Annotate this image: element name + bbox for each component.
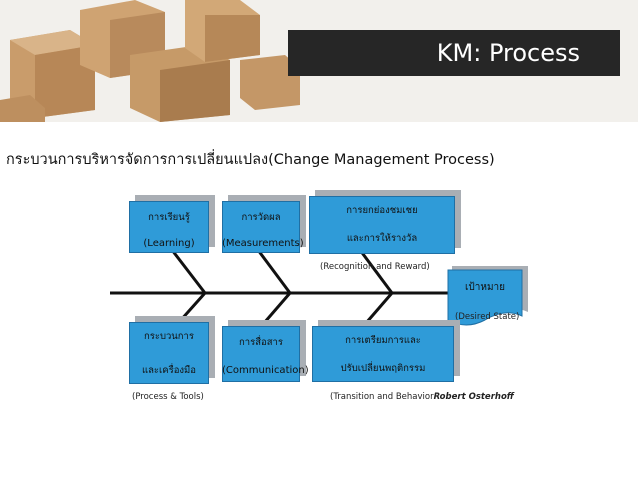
card-process-tools-label-1: กระบวนการ	[143, 331, 194, 342]
card-process-tools: กระบวนการ และเครื่องมือ	[129, 322, 209, 384]
goal-shape	[447, 269, 523, 326]
card-transition-note-text: (Transition and Behavior	[330, 392, 434, 402]
card-learning-caption: (Learning)	[143, 238, 195, 249]
goal-caption: (Desired State)	[455, 312, 520, 322]
diagram-subtitle: กระบวนการบริหารจัดการการเปลี่ยนแปลง(Chan…	[6, 152, 495, 168]
card-measurements-caption: (Measurements)	[222, 238, 304, 249]
card-measurements-label: การวัดผล	[241, 212, 281, 223]
card-transition-label-1: การเตรียมการและ	[345, 335, 421, 346]
bone-top-1	[170, 249, 207, 294]
card-communication: การสื่อสาร	[222, 326, 300, 382]
bone-bottom-3	[358, 292, 394, 331]
title-bar: KM: Process	[288, 30, 620, 76]
header-photo-strip: KM: Process	[0, 0, 638, 122]
card-communication-caption: (Communication)	[222, 365, 309, 376]
card-recognition-label-1: การยกย่องชมเชย	[346, 205, 418, 216]
card-communication-label: การสื่อสาร	[239, 337, 283, 348]
card-process-tools-note: (Process & Tools)	[132, 392, 204, 402]
card-recognition: การยกย่องชมเชย และการให้รางวัล	[309, 196, 455, 254]
bone-top-3	[358, 249, 394, 294]
card-recognition-label-2: และการให้รางวัล	[346, 233, 418, 244]
card-process-tools-label-2: และเครื่องมือ	[141, 365, 197, 376]
card-learning: การเรียนรู้	[129, 201, 209, 253]
card-measurements: การวัดผล	[222, 201, 300, 253]
card-transition: การเตรียมการและ ปรับเปลี่ยนพฤติกรรม	[312, 326, 454, 382]
card-recognition-note: (Recognition and Reward)	[320, 262, 430, 272]
card-transition-label-2: ปรับเปลี่ยนพฤติกรรม	[340, 363, 426, 374]
bone-top-2	[256, 249, 292, 294]
page-title: KM: Process	[436, 39, 580, 67]
goal-label: เป้าหมาย	[464, 282, 506, 293]
card-transition-note: (Transition and BehaviorRobert Osterhoff	[330, 392, 514, 402]
card-learning-label: การเรียนรู้	[148, 212, 190, 223]
author-credit: Robert Osterhoff	[433, 392, 514, 402]
bone-bottom-2	[256, 292, 292, 331]
